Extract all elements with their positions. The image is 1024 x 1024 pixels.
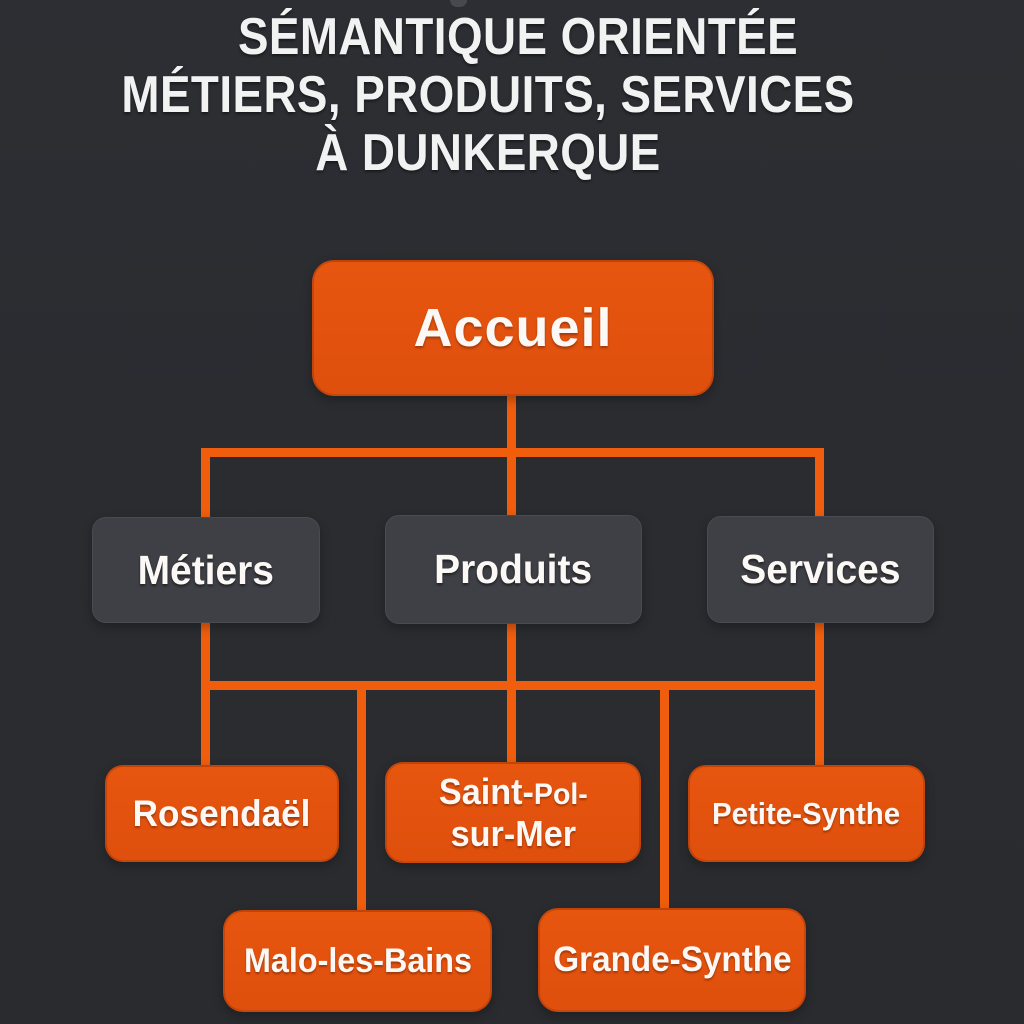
node-accueil: Accueil xyxy=(312,260,714,396)
connector-drop-petite xyxy=(815,681,824,769)
node-produits-label: Produits xyxy=(434,546,593,592)
node-grande-synthe: Grande-Synthe xyxy=(538,908,806,1012)
connector-drop-services xyxy=(815,448,824,520)
title-line-1: SÉMANTIQUE ORIENTÉE xyxy=(237,8,799,66)
connector-drop-grande xyxy=(660,681,669,912)
connector-drop-saintpol xyxy=(507,681,516,767)
title-line-3: À DUNKERQUE xyxy=(315,124,661,182)
node-rosendael: Rosendaël xyxy=(105,765,339,862)
saint-pol-line1-large: Saint- xyxy=(438,770,534,812)
cropped-text-fragment xyxy=(450,0,467,7)
connector-metiers-down xyxy=(201,617,210,687)
connector-level2-hbar xyxy=(201,448,824,457)
node-saint-pol-sur-mer: Saint-Pol-sur-Mer xyxy=(385,762,641,863)
node-rosendael-label: Rosendaël xyxy=(133,792,311,834)
node-saint-pol-sur-mer-label: Saint-Pol-sur-Mer xyxy=(439,771,588,855)
node-petite-synthe: Petite-Synthe xyxy=(688,765,925,862)
connector-drop-malo xyxy=(357,681,366,914)
connector-drop-rosendael xyxy=(201,681,210,769)
connector-produits-down xyxy=(507,617,516,687)
saint-pol-line2: sur-Mer xyxy=(450,812,576,854)
node-produits: Produits xyxy=(385,515,642,624)
title-line-2: MÉTIERS, PRODUITS, SERVICES xyxy=(121,66,855,124)
connector-services-down xyxy=(815,617,824,687)
page-title: SÉMANTIQUE ORIENTÉE MÉTIERS, PRODUITS, S… xyxy=(0,8,1024,182)
node-metiers-label: Métiers xyxy=(137,546,275,593)
connector-drop-metiers xyxy=(201,448,210,520)
node-malo-les-bains-label: Malo-les-Bains xyxy=(243,941,472,980)
node-grande-synthe-label: Grande-Synthe xyxy=(552,940,792,979)
node-metiers: Métiers xyxy=(92,517,320,623)
node-services-label: Services xyxy=(740,546,901,592)
saint-pol-line1-small: Pol- xyxy=(533,777,588,811)
node-accueil-label: Accueil xyxy=(413,298,613,358)
node-petite-synthe-label: Petite-Synthe xyxy=(712,795,901,831)
node-services: Services xyxy=(707,516,934,623)
node-malo-les-bains: Malo-les-Bains xyxy=(223,910,492,1012)
